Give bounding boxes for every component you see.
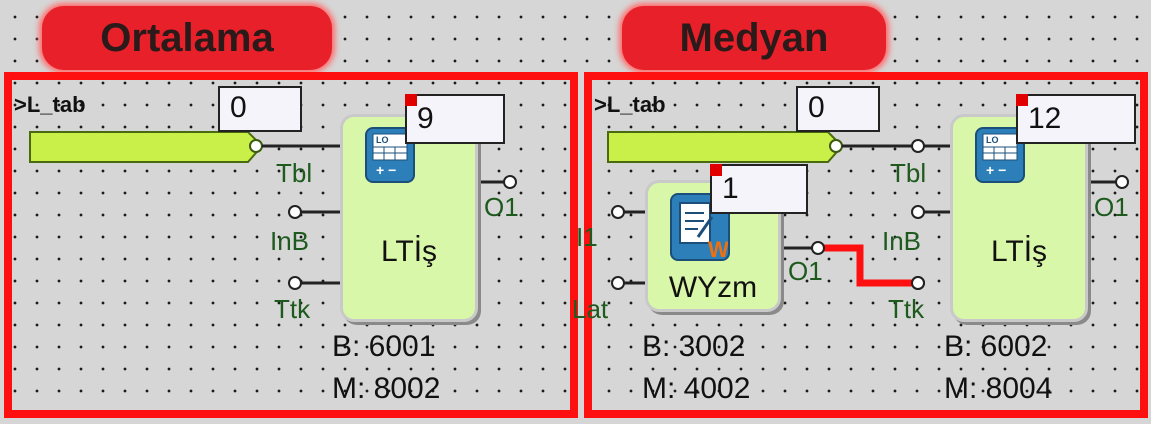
block-b-address-left: B: 6001 xyxy=(332,330,436,363)
pin-i1-writer xyxy=(611,205,625,219)
pin-label-ttk-right: Ttk xyxy=(888,294,925,324)
panel-title-medyan: Medyan xyxy=(622,6,886,70)
pin-label-lat: Lat xyxy=(572,294,609,324)
wire-writer-to-ttk xyxy=(824,244,912,287)
write-icon: W xyxy=(670,193,730,262)
block-m-address-right: M: 8004 xyxy=(944,372,1053,405)
block-value-left[interactable]: 9 xyxy=(405,94,505,144)
svg-text:+ −: + − xyxy=(376,162,396,178)
pin-o1-left xyxy=(503,175,517,189)
value-flag xyxy=(405,94,417,106)
bus-output-pin-left xyxy=(249,139,263,153)
block-label: LTİş xyxy=(990,235,1048,268)
pin-o1-writer xyxy=(811,241,825,255)
bus-value-left[interactable]: 0 xyxy=(218,86,302,132)
writer-b-address: B: 3002 xyxy=(642,330,746,363)
bus-value-right[interactable]: 0 xyxy=(796,86,880,132)
pin-ttk-left xyxy=(288,276,302,290)
pin-label-tbl-right: Tbl xyxy=(890,158,927,188)
pin-label-ttk-left: Ttk xyxy=(274,294,311,324)
block-m-address-left: M: 8002 xyxy=(332,372,441,405)
block-label: LTİş xyxy=(380,235,438,268)
pin-label-o1-right: O1 xyxy=(1094,192,1129,222)
table-bus-right xyxy=(607,131,844,163)
block-label: WYzm xyxy=(668,271,758,304)
panel-title-ortalama: Ortalama xyxy=(42,6,332,70)
pin-lat-writer xyxy=(611,276,625,290)
pin-label-o1-writer: O1 xyxy=(788,256,823,286)
svg-text:+ −: + − xyxy=(986,162,1006,178)
writer-m-address: M: 4002 xyxy=(642,372,751,405)
svg-text:LO: LO xyxy=(376,135,389,145)
bus-output-pin-right xyxy=(829,139,843,153)
ltis-block-left[interactable]: LO + − LTİş xyxy=(340,114,478,322)
panel-frame-medyan xyxy=(584,72,1148,418)
writer-value[interactable]: 1 xyxy=(710,164,808,214)
pin-inb-left xyxy=(288,205,302,219)
value-flag xyxy=(1016,94,1028,106)
pin-label-inb-right: InB xyxy=(882,226,922,256)
svg-text:LO: LO xyxy=(986,135,999,145)
svg-text:W: W xyxy=(708,237,728,259)
ltis-block-right[interactable]: LO + − LTİş xyxy=(950,114,1088,322)
pin-label-inb-left: InB xyxy=(270,226,310,256)
block-b-address-right: B: 6002 xyxy=(944,330,1048,363)
table-bus-left xyxy=(29,131,264,163)
bus-label-left: >L_tab xyxy=(14,92,86,117)
pin-inb-right xyxy=(911,205,925,219)
pin-label-o1-left: O1 xyxy=(484,192,519,222)
pin-label-tbl-left: Tbl xyxy=(276,158,313,188)
pin-o1-right xyxy=(1115,175,1129,189)
block-value-right[interactable]: 12 xyxy=(1016,94,1136,144)
bus-label-right: >L_tab xyxy=(594,92,666,117)
value-flag xyxy=(710,164,722,176)
panel-frame-ortalama xyxy=(4,72,578,418)
pin-label-i1: I1 xyxy=(576,222,598,252)
